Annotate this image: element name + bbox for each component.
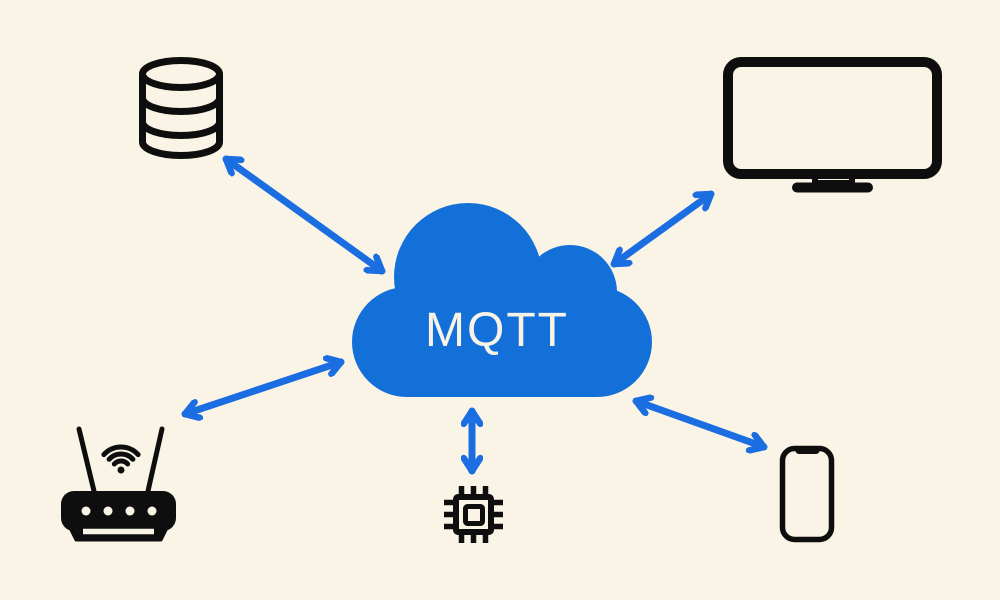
cloud-body <box>352 287 652 397</box>
database-icon <box>139 57 223 159</box>
connections <box>181 155 768 475</box>
connection-database-cloud <box>222 155 386 275</box>
mqtt-cloud: MQTT <box>352 203 652 397</box>
hub-label: MQTT <box>425 304 569 357</box>
wifi-router-icon <box>61 426 176 542</box>
smartphone-icon <box>779 445 835 543</box>
wifi-signal-icon <box>101 444 141 467</box>
connection-smartphone-cloud <box>632 401 768 447</box>
connection-monitor-cloud <box>610 190 715 268</box>
monitor-icon <box>723 57 942 193</box>
connection-router-cloud <box>181 362 345 414</box>
microchip-icon <box>444 486 503 543</box>
